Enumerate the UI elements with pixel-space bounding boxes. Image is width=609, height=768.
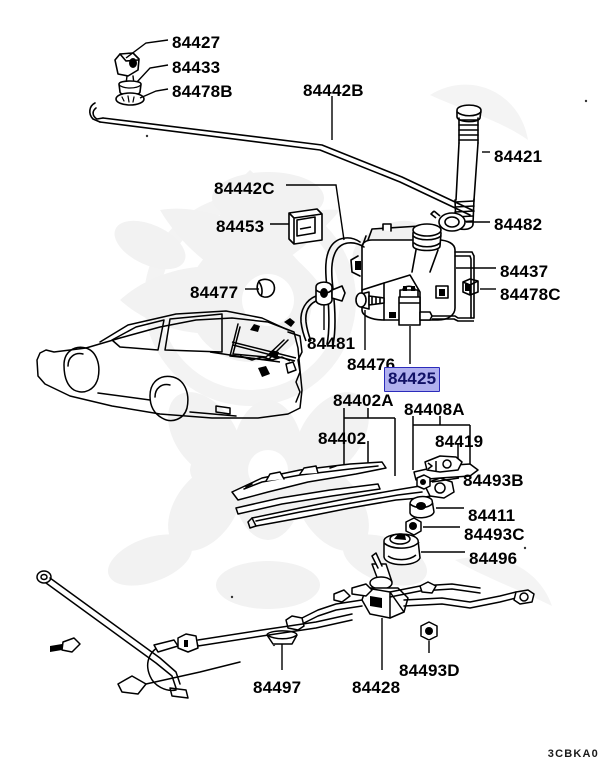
plug-84477 (256, 278, 276, 298)
part-label-84493c[interactable]: 84493C (464, 525, 525, 544)
washer-reservoir-tank (350, 223, 456, 321)
part-84453-box (288, 208, 323, 245)
part-label-84493b[interactable]: 84493B (463, 471, 524, 490)
part-label-84497[interactable]: 84497 (253, 678, 302, 697)
lower-linkage-rod (36, 570, 241, 699)
part-84481-valve (300, 281, 346, 342)
part-84419-cap (424, 455, 463, 473)
part-label-84408a[interactable]: 84408A (404, 400, 465, 419)
bolt-84476 (355, 291, 385, 310)
filler-neck-84421 (454, 104, 482, 231)
part-label-84442c[interactable]: 84442C (214, 179, 275, 198)
hose-clamp-84482 (430, 210, 466, 234)
nut-84493d (420, 621, 438, 641)
leader-lines-tank-right (456, 267, 496, 290)
wiring-harness (50, 613, 353, 692)
washer-pump-84425 (389, 285, 474, 326)
part-label-84411[interactable]: 84411 (468, 506, 516, 525)
reservoir-outlet-tube (454, 251, 475, 319)
part-label-84453[interactable]: 84453 (216, 217, 265, 236)
part-84496-pivot (383, 533, 421, 566)
washer-nozzle-assembly (114, 52, 145, 106)
part-label-84476[interactable]: 84476 (347, 355, 396, 374)
part-label-84493d[interactable]: 84493D (399, 661, 460, 680)
nut-84493b (416, 474, 431, 490)
part-label-84425[interactable]: 84425 (384, 367, 441, 392)
part-label-84437[interactable]: 84437 (500, 262, 549, 281)
part-label-84478c[interactable]: 84478C (500, 285, 561, 304)
vehicle-silhouette (36, 310, 303, 422)
vehicle-wiper-overlay (209, 318, 297, 377)
diagram-code: 3CBKA0 (547, 748, 599, 760)
part-84411-seal (409, 495, 435, 519)
part-label-84481[interactable]: 84481 (307, 334, 356, 353)
washer-hose-84442b (89, 102, 473, 216)
wiper-blade-assembly (231, 461, 479, 529)
part-label-84428[interactable]: 84428 (352, 678, 401, 697)
part-label-84421[interactable]: 84421 (494, 147, 543, 166)
part-label-84402[interactable]: 84402 (318, 429, 367, 448)
part-label-84402a[interactable]: 84402A (333, 391, 394, 410)
grommet-84497 (266, 630, 298, 645)
part-label-84482[interactable]: 84482 (494, 215, 543, 234)
nut-84493c (405, 517, 422, 536)
part-label-84477[interactable]: 84477 (190, 283, 239, 302)
part-label-84496[interactable]: 84496 (469, 549, 518, 568)
part-label-84442b[interactable]: 84442B (303, 81, 364, 100)
grommet-84478c (462, 278, 479, 296)
leader-line-84442c (286, 184, 345, 241)
leader-lines-nozzle (125, 39, 169, 99)
part-label-84419[interactable]: 84419 (435, 432, 484, 451)
leader-line-84493b (431, 477, 460, 483)
part-label-84478b[interactable]: 84478B (172, 82, 233, 101)
part-label-84433[interactable]: 84433 (172, 58, 221, 77)
part-label-84427[interactable]: 84427 (172, 33, 221, 52)
washer-hose-84442c (324, 237, 365, 346)
